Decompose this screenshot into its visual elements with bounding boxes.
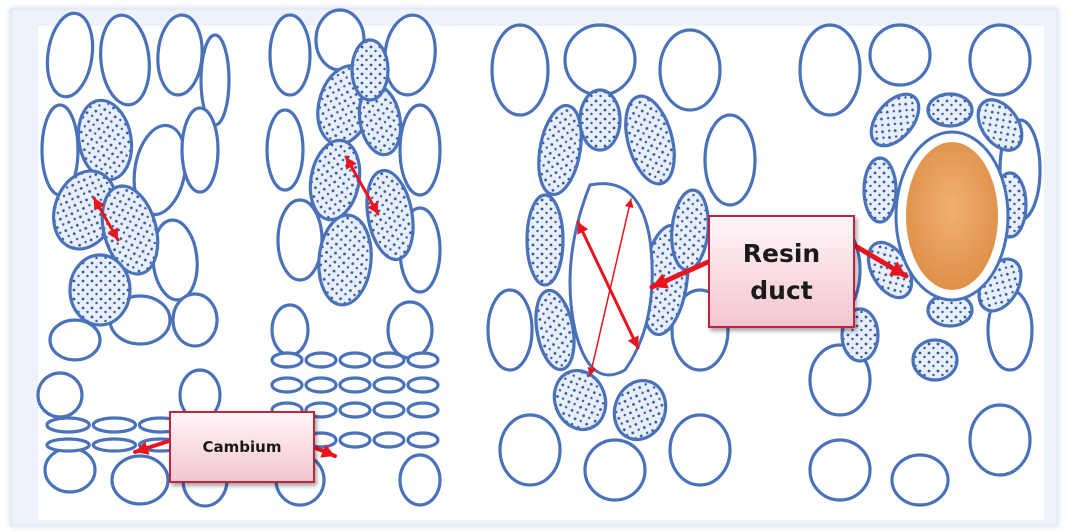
parenchyma-cell bbox=[315, 213, 375, 307]
cell bbox=[42, 10, 97, 99]
cambium-cell bbox=[340, 378, 370, 392]
parenchyma-cell bbox=[606, 373, 674, 446]
cell bbox=[267, 110, 303, 190]
cell bbox=[492, 25, 548, 115]
cell bbox=[800, 25, 860, 115]
cell bbox=[660, 30, 720, 110]
cambium-cell bbox=[306, 378, 336, 392]
parenchyma-cell bbox=[913, 340, 957, 380]
cell bbox=[112, 456, 168, 504]
cell bbox=[892, 455, 948, 505]
cell bbox=[381, 13, 439, 98]
parenchyma-cell bbox=[352, 40, 388, 100]
parenchyma-cell bbox=[527, 195, 563, 285]
resin-duct-label: Resin duct bbox=[708, 215, 855, 328]
cambium-label: Cambium bbox=[169, 411, 315, 483]
parenchyma-cell bbox=[862, 85, 928, 154]
cambium-cell bbox=[93, 439, 135, 451]
parenchyma-cell bbox=[617, 91, 683, 189]
parenchyma-cell bbox=[669, 189, 712, 272]
cell bbox=[270, 15, 310, 95]
cell bbox=[400, 455, 440, 505]
cambium-cell bbox=[306, 353, 336, 367]
cell bbox=[182, 108, 218, 192]
cell bbox=[155, 14, 204, 97]
parenchyma-cell bbox=[580, 90, 620, 150]
cambium-cell bbox=[374, 353, 404, 367]
cambium-cell bbox=[408, 433, 438, 447]
cell bbox=[500, 415, 560, 485]
cell bbox=[45, 448, 95, 492]
resin-body bbox=[906, 142, 998, 290]
cell bbox=[388, 302, 432, 358]
cell bbox=[810, 440, 870, 500]
cambium-cell bbox=[93, 418, 135, 432]
cell bbox=[96, 13, 153, 108]
cambium-cell bbox=[340, 353, 370, 367]
cell bbox=[870, 25, 930, 85]
cell bbox=[970, 405, 1030, 475]
cell bbox=[488, 290, 532, 370]
cambium-cell bbox=[374, 403, 404, 417]
parenchyma-cell bbox=[928, 94, 972, 126]
cell bbox=[585, 440, 645, 500]
cambium-cell bbox=[47, 418, 89, 432]
cambium-cell bbox=[408, 403, 438, 417]
parenchyma-cell bbox=[864, 158, 896, 222]
cell bbox=[970, 25, 1030, 95]
cell bbox=[705, 115, 755, 205]
cambium-cell bbox=[408, 353, 438, 367]
cambium-cell bbox=[408, 378, 438, 392]
cambium-cell bbox=[340, 403, 370, 417]
cambium-cell bbox=[340, 433, 370, 447]
cambium-cell bbox=[272, 378, 302, 392]
cambium-cell bbox=[47, 439, 89, 451]
cell bbox=[38, 373, 82, 417]
parenchyma-cell bbox=[70, 255, 130, 325]
cell bbox=[50, 320, 100, 360]
cambium-cell bbox=[374, 433, 404, 447]
cambium-cell bbox=[272, 353, 302, 367]
cell bbox=[670, 415, 730, 485]
cell bbox=[400, 105, 440, 195]
cell bbox=[272, 305, 308, 355]
cell bbox=[565, 25, 635, 95]
cambium-cell bbox=[374, 378, 404, 392]
cell bbox=[173, 294, 217, 346]
forming-cavity bbox=[570, 184, 652, 375]
